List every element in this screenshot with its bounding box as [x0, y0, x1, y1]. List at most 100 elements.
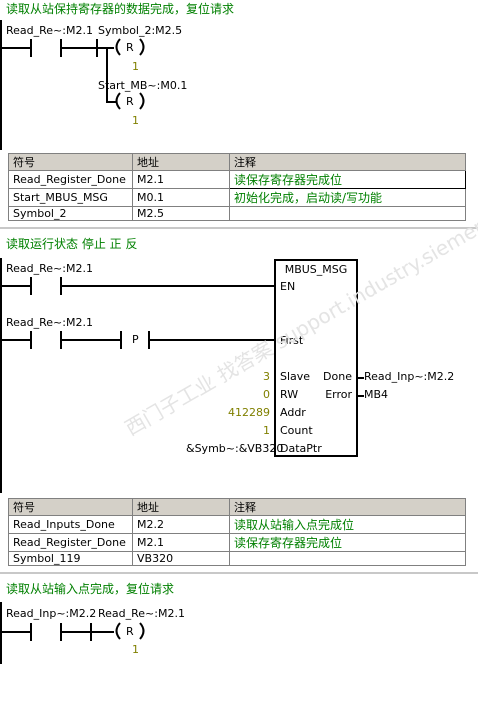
pin-addr: Addr [280, 406, 306, 419]
contact-label[interactable]: Read_Inp~:M2.2 [6, 607, 97, 620]
coil-type: R [126, 41, 134, 54]
contact-no-m2-1[interactable] [60, 277, 62, 295]
pin-first: First [280, 334, 304, 347]
cell-address[interactable]: M0.1 [132, 188, 230, 207]
table-row[interactable]: Symbol_2 M2.5 [8, 206, 466, 221]
wire [2, 47, 30, 49]
power-rail [0, 602, 2, 664]
cell-symbol[interactable]: Symbol_2 [8, 206, 133, 221]
output-done[interactable]: Read_Inp~:M2.2 [364, 370, 455, 383]
cell-symbol[interactable]: Read_Register_Done [8, 170, 133, 189]
wire [356, 377, 364, 379]
input-rw[interactable]: 0 [263, 388, 270, 401]
wire [62, 339, 120, 341]
cell-symbol[interactable]: Symbol_119 [8, 551, 133, 566]
input-slave[interactable]: 3 [263, 370, 270, 383]
cell-comment[interactable]: 初始化完成，启动读/写功能 [229, 188, 466, 207]
header-address: 地址 [132, 498, 230, 516]
input-dataptr[interactable]: &Symb~:&VB320 [186, 442, 284, 455]
contact-no-m2-2[interactable] [30, 623, 32, 641]
contact-no-m2-1[interactable] [30, 331, 32, 349]
cell-comment[interactable] [229, 206, 466, 221]
header-comment: 注释 [229, 498, 466, 516]
pin-count: Count [280, 424, 313, 437]
pin-done: Done [323, 370, 352, 383]
wire [2, 285, 30, 287]
reset-coil[interactable] [112, 622, 148, 640]
pin-error: Error [325, 388, 352, 401]
symbol-table: 符号 地址 注释 Read_Inputs_Done M2.2 读取从站输入点完成… [8, 498, 466, 566]
cell-comment[interactable]: 读保存寄存器完成位 [229, 170, 466, 189]
cell-symbol[interactable]: Read_Register_Done [8, 533, 133, 552]
network2-comment: 读取运行状态 停止 正 反 [6, 237, 138, 251]
network-separator [0, 227, 478, 229]
table-row[interactable]: Start_MBUS_MSG M0.1 初始化完成，启动读/写功能 [8, 188, 466, 207]
contact-no-m2-2[interactable] [60, 623, 62, 641]
cell-comment[interactable] [229, 551, 466, 566]
output-error[interactable]: MB4 [364, 388, 389, 401]
reset-coil[interactable] [112, 92, 148, 110]
input-count[interactable]: 1 [263, 424, 270, 437]
cell-address[interactable]: M2.2 [132, 515, 230, 534]
contact-no-m2-1[interactable] [90, 623, 92, 641]
coil-type: R [126, 95, 134, 108]
cell-address[interactable]: M2.1 [132, 533, 230, 552]
wire [62, 285, 276, 287]
pin-slave: Slave [280, 370, 311, 383]
cell-address[interactable]: VB320 [132, 551, 230, 566]
contact-no-m2-1[interactable] [60, 331, 62, 349]
symbol-table: 符号 地址 注释 Read_Register_Done M2.1 读保存寄存器完… [8, 153, 466, 221]
positive-transition-contact[interactable] [148, 331, 150, 349]
table-row[interactable]: Read_Inputs_Done M2.2 读取从站输入点完成位 [8, 515, 466, 534]
input-addr[interactable]: 412289 [228, 406, 270, 419]
branch-wire [106, 48, 108, 103]
network3-comment: 读取从站输入点完成，复位请求 [6, 582, 175, 596]
power-rail [0, 258, 2, 493]
wire [2, 631, 30, 633]
cell-address[interactable]: M2.5 [132, 206, 230, 221]
contact-label[interactable]: Read_Re~:M2.1 [6, 262, 93, 275]
pin-rw: RW [280, 388, 299, 401]
power-rail [0, 20, 2, 150]
contact-no-m2-1[interactable] [30, 277, 32, 295]
header-symbol: 符号 [8, 153, 133, 171]
contact-no-m2-1[interactable] [30, 39, 32, 57]
header-comment: 注释 [229, 153, 466, 171]
coil-label[interactable]: Start_MB~:M0.1 [98, 79, 188, 92]
coil-count[interactable]: 1 [132, 114, 139, 127]
header-address: 地址 [132, 153, 230, 171]
wire [150, 339, 276, 341]
cell-symbol[interactable]: Start_MBUS_MSG [8, 188, 133, 207]
mbus-msg-block[interactable]: MBUS_MSG EN First Slave RW Addr Count Da… [274, 259, 358, 457]
contact-label[interactable]: Symbol_2:M2.5 [98, 24, 183, 37]
table-row[interactable]: Read_Register_Done M2.1 读保存寄存器完成位 [8, 170, 466, 189]
contact-label[interactable]: Read_Re~:M2.1 [98, 607, 185, 620]
wire [62, 631, 90, 633]
reset-coil[interactable] [112, 38, 148, 56]
coil-count[interactable]: 1 [132, 643, 139, 656]
wire [2, 339, 30, 341]
wire [62, 47, 114, 49]
table-row[interactable]: Read_Register_Done M2.1 读保存寄存器完成位 [8, 533, 466, 552]
p-label: P [132, 333, 139, 346]
header-symbol: 符号 [8, 498, 133, 516]
network-separator [0, 572, 478, 574]
cell-comment[interactable]: 读取从站输入点完成位 [229, 515, 466, 534]
contact-nc-m2-5[interactable] [96, 39, 98, 57]
table-row[interactable]: Symbol_119 VB320 [8, 551, 466, 566]
coil-type: R [126, 625, 134, 638]
cell-symbol[interactable]: Read_Inputs_Done [8, 515, 133, 534]
block-title: MBUS_MSG [284, 263, 348, 276]
wire [356, 395, 364, 397]
cell-comment[interactable]: 读保存寄存器完成位 [229, 533, 466, 552]
contact-label[interactable]: Read_Re~:M2.1 [6, 24, 93, 37]
wire [106, 101, 116, 103]
contact-label[interactable]: Read_Re~:M2.1 [6, 316, 93, 329]
wire [92, 631, 114, 633]
network1-comment: 读取从站保持寄存器的数据完成，复位请求 [6, 2, 235, 16]
positive-transition-contact[interactable] [120, 331, 122, 349]
coil-count[interactable]: 1 [132, 60, 139, 73]
pin-en: EN [280, 280, 296, 293]
contact-no-m2-1[interactable] [60, 39, 62, 57]
cell-address[interactable]: M2.1 [132, 170, 230, 189]
